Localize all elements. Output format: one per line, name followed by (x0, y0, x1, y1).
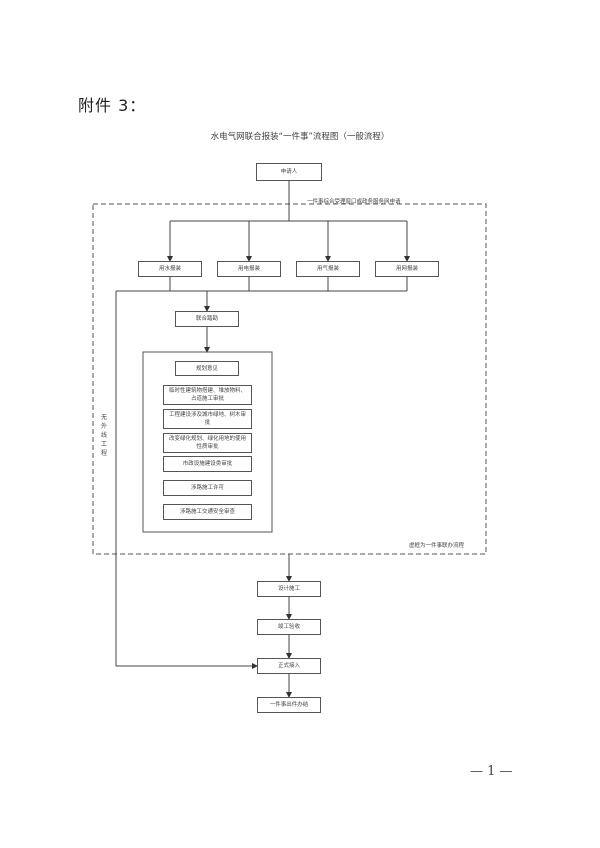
node-completion-issuance: 一件事出件办结 (257, 697, 321, 713)
node-network-application: 用网报装 (375, 261, 439, 277)
node-municipal-facility-approval: 市政设施建设类审批 (163, 456, 252, 472)
node-greening-use-change-approval: 改变绿化规划、绿化用地的使用性质审批 (163, 433, 252, 453)
no-external-line-label: 无外线工程 (100, 414, 107, 457)
node-road-construction-permit: 涉路施工许可 (163, 480, 252, 496)
node-power-application: 用电报装 (217, 261, 281, 277)
node-completion-acceptance: 竣工验收 (257, 619, 321, 635)
node-planning-opinion: 规划意见 (175, 361, 239, 376)
node-water-application: 用水报装 (138, 261, 202, 277)
node-temporary-construction-approval: 临时性建筑物搭建、堆放物料、占道施工审批 (163, 385, 252, 405)
intake-label: 一件事综合受理窗口或政务服务网申请 (307, 199, 401, 205)
node-greenland-tree-approval: 工程建设涉及城市绿地、树木审批 (163, 409, 252, 429)
node-formal-connection: 正式接入 (257, 658, 321, 674)
node-gas-application: 用气报装 (296, 261, 360, 277)
attachment-label: 附件 3： (78, 96, 147, 115)
node-road-traffic-safety-review: 涉路施工交通安全审查 (163, 504, 252, 520)
node-design-construction: 设计施工 (257, 581, 321, 597)
dashed-frame-note: 虚框为一件事联办流程 (409, 543, 465, 549)
document-title: 水电气网联合报装“一件事”流程图（一般流程） (210, 132, 390, 142)
page-number: — 1 — (470, 764, 513, 779)
node-applicant: 申请人 (256, 163, 322, 181)
approvals-container (142, 351, 273, 533)
joint-process-dashed-frame (92, 203, 487, 555)
node-joint-survey: 联合踏勘 (175, 311, 239, 327)
